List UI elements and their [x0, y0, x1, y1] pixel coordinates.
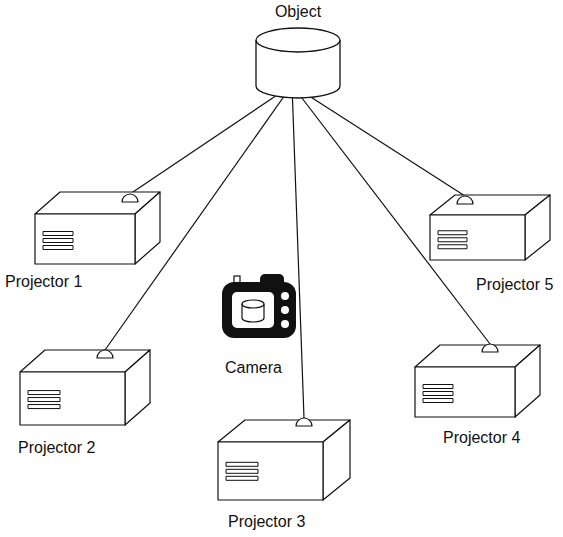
camera-icon — [220, 272, 298, 340]
node-label: Projector 5 — [476, 275, 553, 295]
node-label: Projector 4 — [443, 428, 520, 448]
projector-node: Projector 4 — [415, 345, 540, 417]
object-node: Object — [248, 0, 348, 100]
camera-node: Camera — [220, 272, 298, 340]
node-label: Camera — [225, 358, 282, 378]
projector-node: Projector 1 — [35, 192, 160, 264]
node-label: Object — [275, 2, 321, 22]
projector-box — [20, 350, 150, 425]
node-label: Projector 2 — [18, 438, 95, 458]
projection-line — [130, 85, 292, 194]
projection-line — [292, 85, 465, 196]
projector-box — [35, 192, 160, 264]
projector-box — [218, 420, 350, 500]
projector-box — [430, 195, 550, 260]
node-label: Projector 3 — [228, 512, 305, 532]
projector-node: Projector 5 — [430, 195, 550, 260]
projector-node: Projector 2 — [20, 350, 150, 425]
projector-box — [415, 345, 540, 417]
projection-line — [292, 85, 304, 418]
node-label: Projector 1 — [5, 272, 82, 292]
projector-node: Projector 3 — [218, 420, 350, 500]
